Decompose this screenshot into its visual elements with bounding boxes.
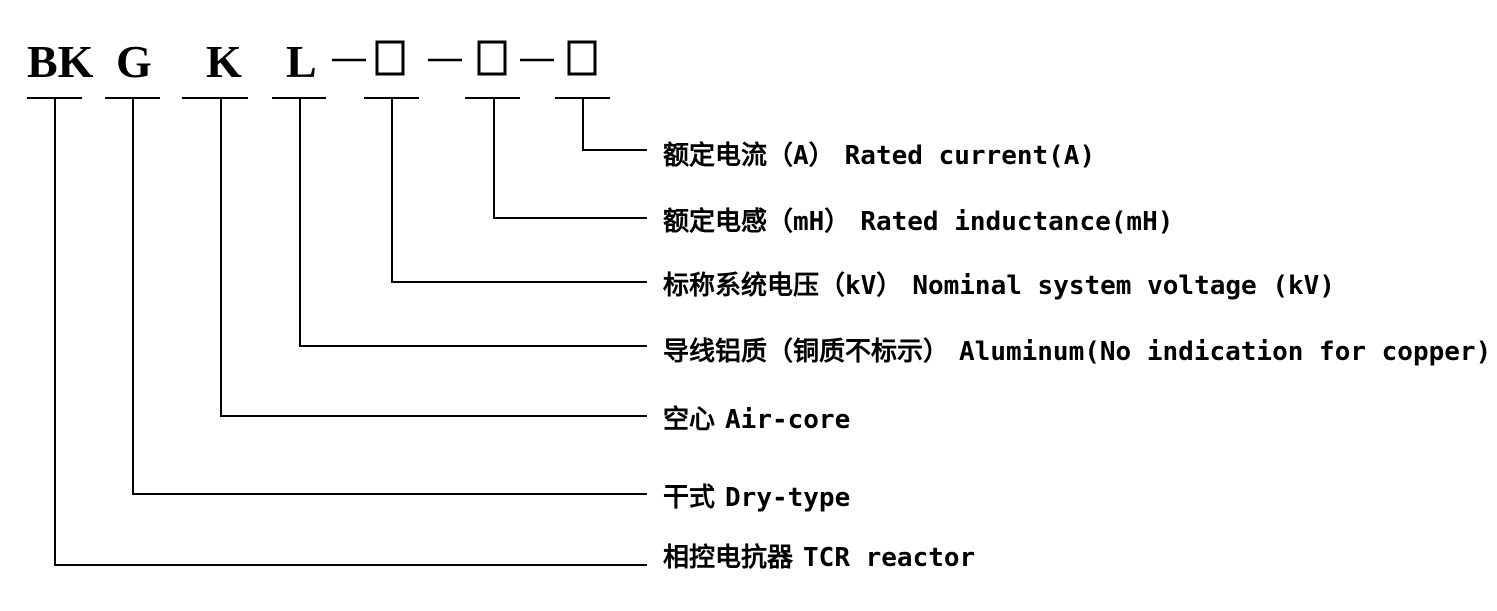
svg-text:标称系统电压（kV）Nominal system volta: 标称系统电压（kV） Nominal system voltage (kV)	[663, 270, 1335, 301]
code-part-g: G	[116, 36, 152, 87]
leader-dry-type	[132, 98, 647, 495]
label-en: Nominal system voltage (kV)	[912, 271, 1335, 301]
svg-text:额定电感（mH）Rated inductance(mH): 额定电感（mH） Rated inductance(mH)	[663, 206, 1173, 237]
label-rated-current: 额定电流（A） Rated current(A)	[663, 140, 1095, 171]
label-zh: 额定电流（A）	[663, 140, 835, 171]
label-zh: 导线铝质（铜质不标示）	[663, 337, 949, 367]
label-zh: 干式	[663, 483, 715, 513]
placeholder-box-inductance	[477, 40, 507, 76]
label-tcr-reactor: 相控电抗器 TCR reactor	[663, 542, 975, 573]
label-dry-type: 干式 Dry-type	[663, 483, 850, 513]
code-part-bk: BK	[27, 36, 94, 87]
label-zh: 额定电感（mH）	[663, 206, 850, 237]
leader-inductance	[493, 98, 647, 219]
label-zh: 相控电抗器	[663, 542, 794, 573]
label-zh: 标称系统电压（kV）	[663, 270, 902, 301]
leader-tcr-reactor	[54, 98, 647, 566]
label-en: TCR reactor	[803, 543, 975, 573]
leader-current	[582, 98, 647, 151]
label-air-core: 空心 Air-core	[663, 404, 850, 435]
label-rated-inductance: 额定电感（mH） Rated inductance(mH)	[663, 206, 1173, 237]
label-en: Rated current(A)	[845, 141, 1095, 171]
placeholder-box-voltage	[375, 40, 405, 76]
code-part-k: K	[206, 36, 242, 87]
svg-text:导线铝质（铜质不标示）Aluminum(No indicat: 导线铝质（铜质不标示） Aluminum(No indication for co…	[663, 337, 1491, 367]
label-aluminum: 导线铝质（铜质不标示） Aluminum(No indication for co…	[663, 337, 1491, 367]
label-nominal-voltage: 标称系统电压（kV） Nominal system voltage (kV)	[663, 270, 1335, 301]
leader-air-core	[220, 98, 647, 417]
code-part-l: L	[286, 36, 317, 87]
leader-voltage	[391, 98, 647, 283]
label-en: Rated inductance(mH)	[860, 207, 1173, 237]
leader-aluminum	[299, 98, 647, 347]
placeholder-box-current	[567, 40, 597, 76]
label-en: Dry-type	[725, 483, 850, 513]
label-en: Air-core	[725, 405, 850, 435]
label-zh: 空心	[663, 404, 715, 435]
label-en: Aluminum(No indication for copper)	[959, 337, 1491, 367]
svg-text:额定电流（A）Rated current(A): 额定电流（A） Rated current(A)	[663, 140, 1095, 171]
